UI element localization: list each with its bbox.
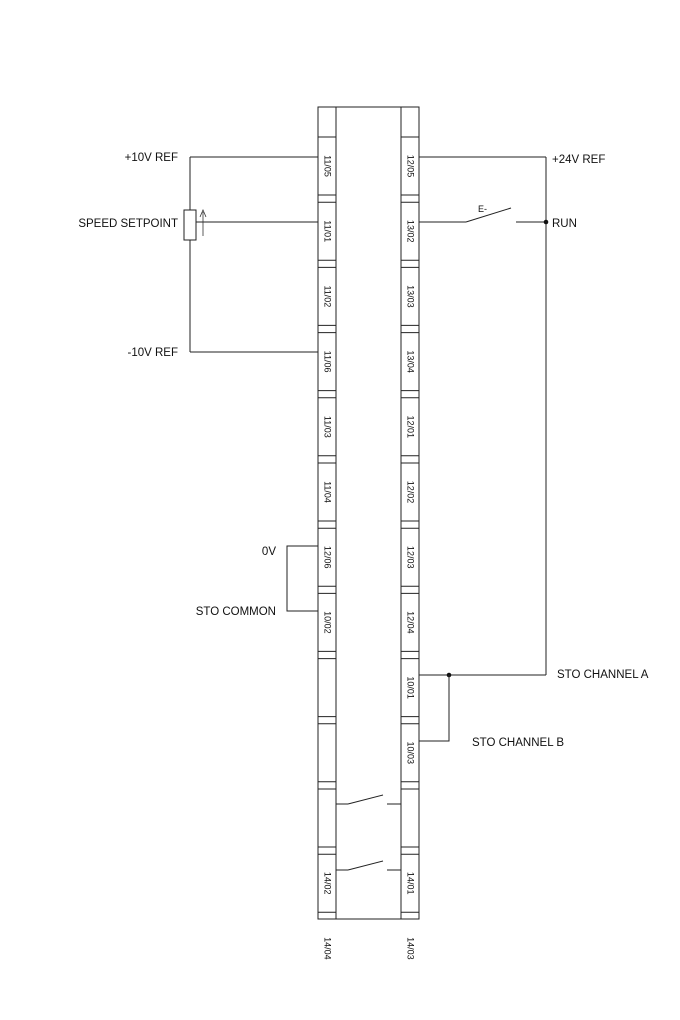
- label-sto-common: STO COMMON: [196, 606, 276, 618]
- label-run: RUN: [552, 218, 577, 230]
- right-terminal-label: 12/03: [406, 546, 416, 569]
- potentiometer: [184, 210, 196, 240]
- right-terminal-label: 13/04: [406, 350, 416, 373]
- left-terminal-label: 12/06: [323, 546, 333, 569]
- signal-labels: +10V REF SPEED SETPOINT -10V REF 0V STO …: [78, 152, 648, 749]
- right-terminal-label: 12/01: [406, 416, 416, 439]
- left-terminal-label: 11/01: [323, 220, 333, 242]
- left-terminal-label: 11/02: [323, 285, 333, 307]
- right-terminal-label: 13/02: [406, 220, 416, 243]
- label-0v: 0V: [262, 546, 276, 558]
- left-terminal-label: 11/04: [323, 481, 333, 503]
- label-sto-channel-a: STO CHANNEL A: [557, 669, 649, 681]
- wire-0v-sto-common: [287, 546, 318, 611]
- right-terminal-label: 14/01: [406, 872, 416, 895]
- run-switch-mark: E-: [478, 204, 487, 214]
- right-terminal-label: 14/03: [406, 937, 416, 960]
- run-sto-circuit: E-: [419, 157, 548, 741]
- relay2-contact: [348, 861, 383, 870]
- label-sto-channel-b: STO CHANNEL B: [472, 737, 564, 749]
- relay1-contact: [348, 795, 383, 804]
- right-terminal-label: 12/02: [406, 481, 416, 504]
- right-terminal-label: 10/03: [406, 742, 416, 765]
- left-terminal-label: 14/04: [323, 937, 333, 960]
- right-terminal-dividers: [401, 137, 419, 912]
- left-terminal-label: 10/02: [323, 611, 333, 634]
- right-terminal-label: 10/01: [406, 676, 416, 699]
- left-terminal-label: 11/05: [323, 155, 333, 177]
- run-switch-contact: [466, 208, 511, 222]
- sto-common-link: [287, 546, 318, 611]
- label-pos-10v-ref: +10V REF: [125, 152, 178, 164]
- label-24v-ref: +24V REF: [552, 154, 605, 166]
- right-terminal-label: 12/04: [406, 611, 416, 634]
- label-neg-10v-ref: -10V REF: [128, 347, 179, 359]
- wire-sto-channel-b: [419, 675, 449, 741]
- left-terminal-label: 11/06: [323, 351, 333, 373]
- left-terminal-label: 14/02: [323, 872, 333, 895]
- relay-contacts: [336, 795, 401, 870]
- right-terminal-labels: 12/05 13/02 13/03 13/04 12/01 12/02 12/03 12/04…: [406, 155, 416, 960]
- speed-setpoint-circuit: [184, 157, 318, 352]
- right-terminal-label: 13/03: [406, 285, 416, 308]
- right-terminal-label: 12/05: [406, 155, 416, 178]
- label-speed-setpoint: SPEED SETPOINT: [78, 218, 178, 230]
- run-junction-dot: [544, 220, 549, 225]
- left-terminal-labels: 11/05 11/01 11/02 11/06 11/03 11/04 12/06 10/02…: [323, 155, 333, 960]
- left-terminal-label: 11/03: [323, 416, 333, 438]
- left-terminal-dividers: [318, 137, 336, 912]
- terminal-strip: 11/05 11/01 11/02 11/06 11/03 11/04 12/06 10/02…: [318, 107, 419, 960]
